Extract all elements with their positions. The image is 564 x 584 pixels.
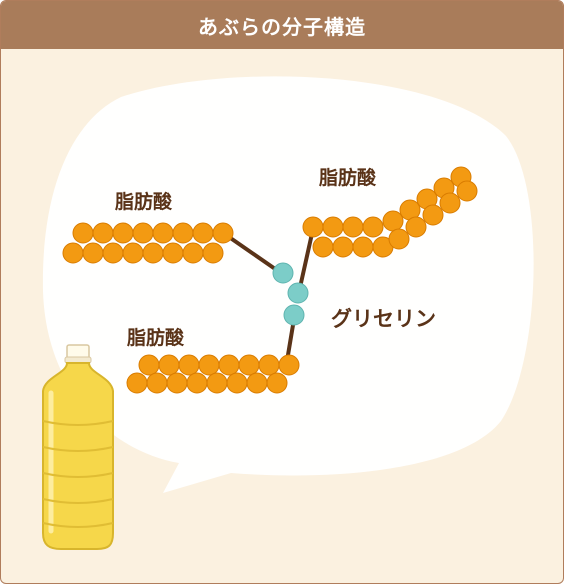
glycerin-bead: [272, 262, 294, 284]
fatty-acid-bead: [182, 242, 204, 264]
fatty-acid-bead: [226, 372, 248, 394]
fatty-acid-bead: [62, 242, 84, 264]
fatty-acid-bead: [206, 372, 228, 394]
glycerin-label: グリセリン: [331, 307, 436, 331]
fatty-acid-bead: [202, 242, 224, 264]
bead-layer: [62, 166, 478, 394]
fatty-acid-label-left: 脂肪酸: [115, 191, 173, 213]
fatty-acid-bead: [456, 180, 478, 202]
fatty-acid-bead: [102, 242, 124, 264]
glycerin-molecule: [272, 262, 309, 326]
fatty-acid-bead: [332, 236, 354, 258]
speech-bubble: [42, 76, 534, 493]
fatty-acid-bead: [112, 222, 134, 244]
fatty-acid-bead: [246, 372, 268, 394]
fatty-acid-bead: [142, 242, 164, 264]
fatty-acid-bead: [198, 354, 220, 376]
fatty-acid-bead: [439, 192, 461, 214]
fatty-acid-bead: [122, 242, 144, 264]
fatty-acid-bead: [362, 216, 384, 238]
oil-bottle-icon: [42, 344, 114, 550]
fatty-acid-bead: [82, 242, 104, 264]
fatty-acid-label-right: 脂肪酸: [319, 167, 377, 189]
fatty-acid-bead: [162, 242, 184, 264]
fatty-acid-bead: [342, 216, 364, 238]
fatty-acid-bead: [405, 216, 427, 238]
fatty-acid-bead: [312, 236, 334, 258]
fatty-acid-bead: [152, 222, 174, 244]
fatty-acid-bead: [166, 372, 188, 394]
fatty-acid-bead: [382, 210, 404, 232]
fatty-acid-bead: [186, 372, 208, 394]
fatty-acid-bead: [212, 222, 234, 244]
fatty-acid-bead: [132, 222, 154, 244]
fatty-acid-bead: [302, 216, 324, 238]
bond-right: [299, 227, 315, 285]
glycerin-bead: [287, 282, 309, 304]
fatty-acid-bead: [388, 228, 410, 250]
fatty-acid-bead: [218, 354, 240, 376]
fatty-acid-bead: [192, 222, 214, 244]
fatty-acid-bead: [138, 354, 160, 376]
fatty-acid-bead: [422, 204, 444, 226]
fatty-acid-bead: [72, 222, 94, 244]
fatty-acid-bead: [352, 236, 374, 258]
fatty-acid-bead: [172, 222, 194, 244]
fatty-acid-bead: [278, 354, 300, 376]
fatty-acid-bead: [178, 354, 200, 376]
page-title: あぶらの分子構造: [1, 1, 563, 49]
fatty-acid-bead: [126, 372, 148, 394]
fatty-acid-bead: [266, 372, 288, 394]
fatty-acid-bead: [258, 354, 280, 376]
fatty-acid-bead: [238, 354, 260, 376]
fatty-acid-bead: [92, 222, 114, 244]
bond-left: [227, 235, 283, 275]
fatty-acid-label-bottom: 脂肪酸: [127, 327, 185, 349]
fatty-acid-bead: [158, 354, 180, 376]
fatty-acid-bead: [322, 216, 344, 238]
fatty-acid-bead: [146, 372, 168, 394]
glycerin-bead: [283, 304, 305, 326]
